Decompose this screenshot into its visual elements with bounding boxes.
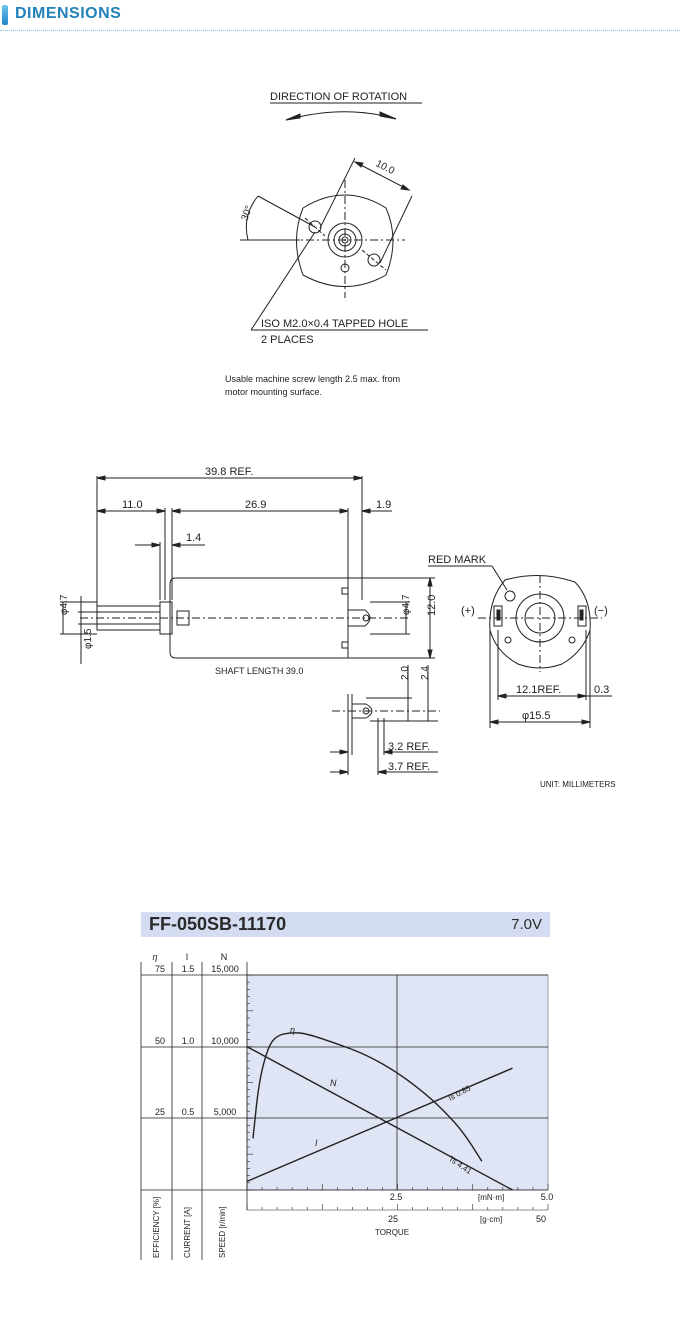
- hole-count: 2 PLACES: [261, 334, 314, 346]
- shaft-length-label: SHAFT LENGTH 39.0: [215, 666, 303, 676]
- front-view-drawing: DIRECTION OF ROTATION 10.0 30° ISO M2.0×…: [225, 91, 428, 397]
- axis-symbol-eta: η: [153, 952, 158, 962]
- red-mark-label: RED MARK: [428, 554, 487, 566]
- eff-tick-75: 75: [155, 964, 165, 974]
- minus-terminal: (−): [594, 605, 608, 617]
- x-tick-mnm-50: 5.0: [541, 1192, 554, 1202]
- spd-tick-5000: 5,000: [214, 1107, 237, 1117]
- section-title: DIMENSIONS: [15, 5, 122, 22]
- spd-axis-label: SPEED [r/min]: [218, 1206, 227, 1258]
- cur-tick-10: 1.0: [182, 1036, 195, 1046]
- dim-height-12: 12.0: [426, 595, 438, 616]
- side-view-drawing: 39.8 REF. 11.0 26.9 1.9 1.4 φ4.7 φ1.5 φ4…: [59, 466, 440, 775]
- x-tick-gcm-25: 25: [388, 1214, 398, 1224]
- plot-area: [246, 974, 549, 1191]
- series-efficiency-line: [252, 1032, 483, 1162]
- performance-chart: η I N 75 50 25 1.5 1.0 0.5 15,000 10,000…: [140, 952, 554, 1260]
- plus-terminal: (+): [461, 605, 475, 617]
- series-label-n: N: [330, 1078, 337, 1088]
- eff-tick-50: 50: [155, 1036, 165, 1046]
- usage-note-2: motor mounting surface.: [225, 387, 322, 397]
- cur-tick-05: 0.5: [182, 1107, 195, 1117]
- cur-tick-15: 1.5: [182, 964, 195, 974]
- section-header: DIMENSIONS: [0, 0, 680, 34]
- dim-shaft-ext: 11.0: [122, 499, 143, 511]
- dim-dia-47b: φ4.7: [401, 594, 412, 615]
- dim-10: 10.0: [374, 158, 397, 177]
- dim-15-5: φ15.5: [522, 710, 551, 722]
- header-divider: [0, 30, 680, 31]
- model-name: FF-050SB-11170: [149, 914, 287, 934]
- unit-label: UNIT: MILLIMETERS: [540, 780, 616, 789]
- eff-axis-label: EFFICIENCY [%]: [152, 1197, 161, 1258]
- x-tick-mnm-25: 2.5: [390, 1192, 403, 1202]
- series-speed-line: [246, 1046, 513, 1191]
- dim-dia-47: φ4.7: [59, 594, 70, 615]
- dim-collar: 1.4: [186, 532, 201, 544]
- series-label-eta: η: [290, 1025, 295, 1035]
- dim-overall: 39.8 REF.: [205, 466, 253, 478]
- dim-12-1: 12.1REF.: [516, 684, 561, 696]
- chart-title-bar: FF-050SB-11170 7.0V: [141, 912, 550, 937]
- dim-term-24: 2.4: [420, 666, 431, 680]
- axis-symbol-speed: N: [221, 952, 228, 962]
- axis-symbol-current: I: [186, 952, 189, 962]
- cur-axis-label: CURRENT [A]: [183, 1207, 192, 1258]
- x-unit-gcm: [g·cm]: [480, 1215, 502, 1224]
- series-current-line: [246, 1067, 513, 1183]
- spd-tick-15000: 15,000: [211, 964, 239, 974]
- series-label-i: I: [315, 1138, 318, 1148]
- dim-0-3: 0.3: [594, 684, 609, 696]
- eff-tick-25: 25: [155, 1107, 165, 1117]
- x-tick-ticks: [246, 1184, 549, 1211]
- rear-view-drawing: RED MARK (+) (−) 12.1REF. 0.3 φ15.5: [428, 554, 612, 728]
- grid: [140, 962, 548, 1260]
- hole-label: ISO M2.0×0.4 TAPPED HOLE: [261, 318, 408, 330]
- dim-dia-15: φ1.5: [83, 628, 94, 649]
- x-tick-gcm-50: 50: [536, 1214, 546, 1224]
- voltage-label: 7.0V: [511, 916, 542, 933]
- dim-end-len: 1.9: [376, 499, 391, 511]
- dim-term-20: 2.0: [400, 666, 411, 680]
- dim-term-37: 3.7 REF.: [388, 761, 430, 773]
- usage-note-1: Usable machine screw length 2.5 max. fro…: [225, 374, 400, 384]
- x-axis-label: TORQUE: [375, 1228, 409, 1237]
- angle-30: 30°: [240, 204, 256, 222]
- spd-tick-10000: 10,000: [211, 1036, 239, 1046]
- direction-label: DIRECTION OF ROTATION: [270, 91, 407, 103]
- y-tick-ticks: [247, 974, 253, 1191]
- header-accent-bar: [2, 5, 8, 25]
- dim-body-len: 26.9: [245, 499, 266, 511]
- dim-term-32: 3.2 REF.: [388, 741, 430, 753]
- x-unit-mnm: [mN·m]: [478, 1193, 504, 1202]
